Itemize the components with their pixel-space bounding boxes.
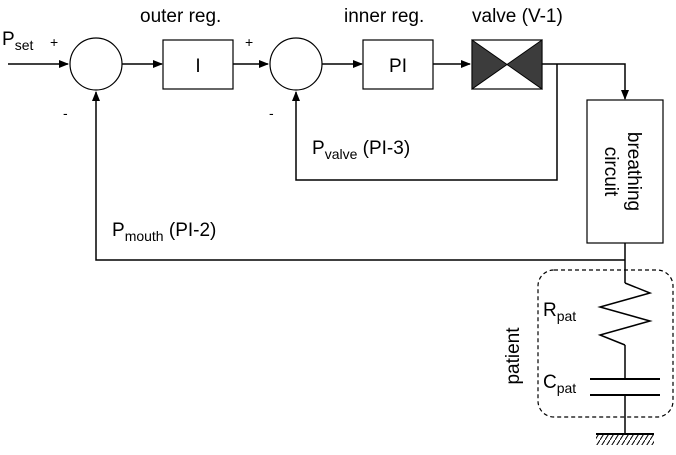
outer-regulator-text: I [195, 56, 200, 77]
sum1-plus-sign: + [50, 34, 58, 50]
outer-reg-label: outer reg. [140, 6, 221, 27]
wire-valve-to-circuit [542, 63, 629, 100]
summing-junction-inner [269, 37, 323, 91]
inner-reg-label: inner reg. [344, 6, 424, 27]
feedback-p-mouth-wire [92, 91, 625, 261]
breathing-circuit-label: breathingcircuit [600, 132, 644, 211]
sum2-minus-sign: - [269, 105, 274, 121]
p-set-label: Pset [2, 29, 33, 53]
resistor-symbol [597, 282, 653, 346]
valve-symbol [471, 39, 543, 90]
c-pat-label: Cpat [543, 372, 576, 396]
patient-boundary [537, 269, 674, 418]
capacitor-symbol [590, 378, 660, 396]
ground-icon [596, 433, 654, 445]
breathing-circuit-block [586, 99, 664, 244]
valve-label: valve (V-1) [472, 6, 563, 27]
r-pat-label: Rpat [543, 300, 576, 324]
inner-regulator-text: PI [389, 56, 407, 77]
sum2-plus-sign: + [245, 34, 253, 50]
outer-regulator-block [162, 39, 234, 90]
p-valve-label: Pvalve (PI-3) [312, 138, 410, 162]
patient-label: patient [503, 327, 524, 385]
inner-regulator-block [362, 39, 434, 90]
p-mouth-label: Pmouth (PI-2) [112, 220, 216, 244]
feedback-p-valve-wire [292, 64, 558, 181]
summing-junction-outer [69, 37, 123, 91]
sum1-minus-sign: - [63, 105, 68, 121]
